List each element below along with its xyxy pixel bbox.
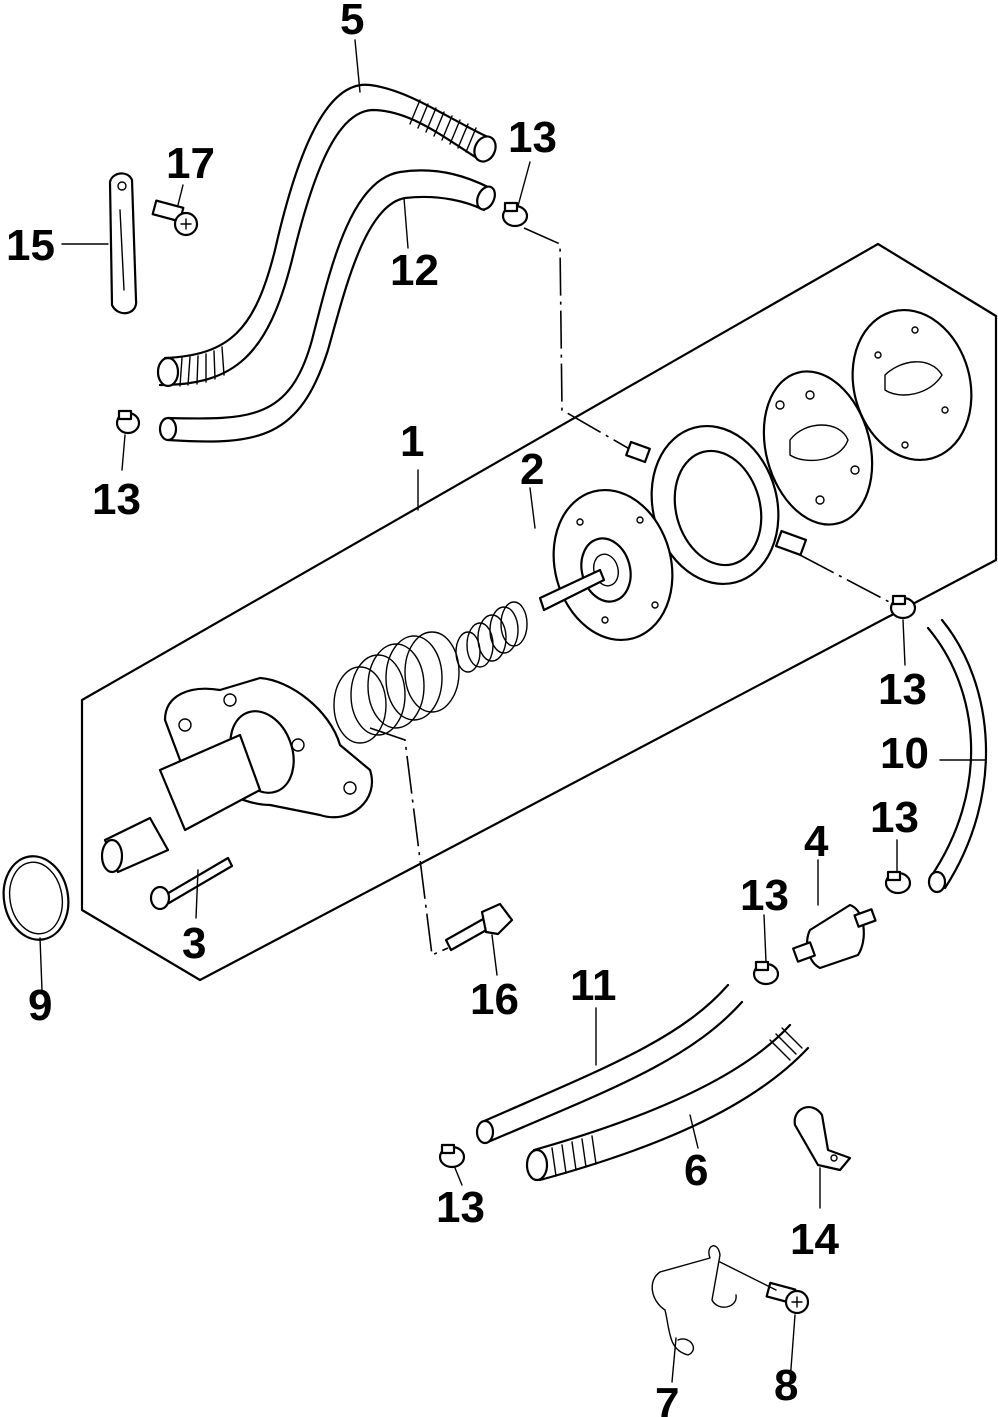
callout-6: 6 (684, 1146, 708, 1195)
clip-13-right-lower (884, 870, 912, 895)
callout-8: 8 (774, 1361, 798, 1410)
gasket (762, 370, 874, 526)
callout-7: 7 (655, 1379, 679, 1417)
screw-8 (765, 1281, 810, 1315)
hose-12 (158, 169, 496, 443)
clamp-14 (793, 1106, 852, 1172)
screw-3 (149, 856, 234, 911)
hose-6 (525, 1023, 810, 1182)
clip-13-top (501, 201, 529, 228)
valve-4 (792, 903, 877, 970)
clip-13-left (115, 409, 141, 435)
callout-1: 1 (400, 417, 424, 466)
hose-5 (156, 83, 497, 388)
callout-16: 16 (470, 975, 519, 1024)
screw-17 (151, 199, 199, 237)
bolt-16 (444, 902, 514, 952)
wire-clip-7 (651, 1245, 737, 1356)
pump-base (100, 676, 373, 874)
clip-13-right-upper (889, 594, 917, 620)
clip-13-mid (752, 960, 780, 986)
callout-13-right-lower: 13 (870, 793, 919, 842)
clip-13-bottom (438, 1143, 466, 1169)
spring-small (455, 601, 528, 673)
callout-13-left: 13 (92, 475, 141, 524)
o-ring-9 (2, 855, 70, 941)
callout-11: 11 (570, 961, 617, 1010)
dash-leader-lines (369, 227, 896, 957)
callout-9: 9 (28, 981, 52, 1030)
rear-plate (851, 308, 973, 462)
callout-13-top: 13 (508, 113, 557, 162)
callout-14: 14 (790, 1215, 839, 1264)
hose-11 (475, 983, 744, 1145)
callout-12: 12 (390, 246, 439, 295)
callout-10: 10 (880, 729, 929, 778)
pump-housing (625, 424, 808, 586)
callout-4: 4 (804, 817, 829, 866)
leader-lines (39, 39, 986, 1383)
callout-labels: 1 2 3 4 5 6 7 8 9 10 11 12 13 13 13 13 1… (6, 0, 929, 1417)
hose-10 (926, 618, 987, 894)
bracket-15 (108, 172, 138, 315)
assembly-box-outline (80, 242, 998, 982)
diaphragm-2 (538, 488, 674, 642)
callout-17: 17 (166, 139, 215, 188)
callout-2: 2 (520, 445, 544, 494)
callout-13-mid: 13 (740, 871, 789, 920)
callout-5: 5 (340, 0, 364, 44)
callout-13-right-upper: 13 (878, 665, 927, 714)
callout-13-bottom: 13 (436, 1183, 485, 1232)
callout-15: 15 (6, 221, 55, 270)
spring-large (333, 631, 460, 744)
callout-3: 3 (182, 919, 206, 968)
